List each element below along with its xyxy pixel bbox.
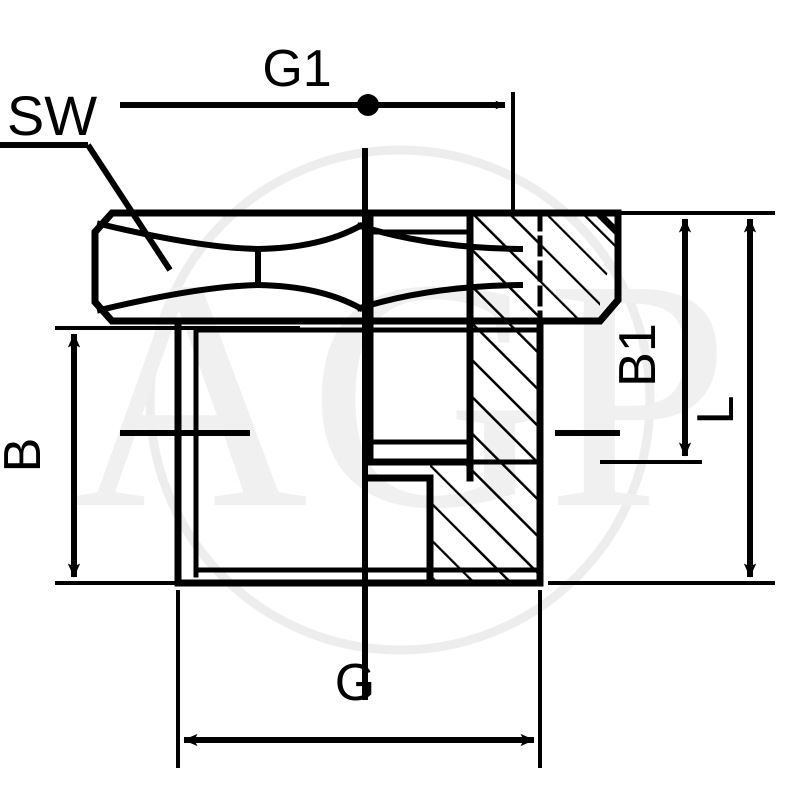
label-sw: SW: [7, 84, 97, 147]
hex-chamfer-arc-lower-mid: [254, 281, 365, 313]
label-g: G: [335, 654, 375, 712]
sw-leader-arm: [85, 143, 173, 272]
centerlines: [120, 148, 620, 700]
dimension-lines: [67, 94, 757, 747]
hex-chamfer-arc-lower-left: [96, 281, 262, 314]
label-g1: G1: [262, 40, 331, 98]
label-b1: B1: [609, 323, 667, 387]
extension-lines: [55, 92, 775, 768]
label-l: L: [687, 396, 745, 425]
center-mark-dot-g1: [357, 94, 379, 116]
hatch-lower: [430, 462, 540, 583]
watermark-agp: AGP: [70, 145, 730, 655]
label-b: B: [0, 438, 52, 473]
sw-leader: [0, 142, 173, 272]
hex-chamfer-arc-upper-mid: [254, 221, 365, 253]
hex-chamfer-arc-upper-left: [96, 220, 262, 253]
